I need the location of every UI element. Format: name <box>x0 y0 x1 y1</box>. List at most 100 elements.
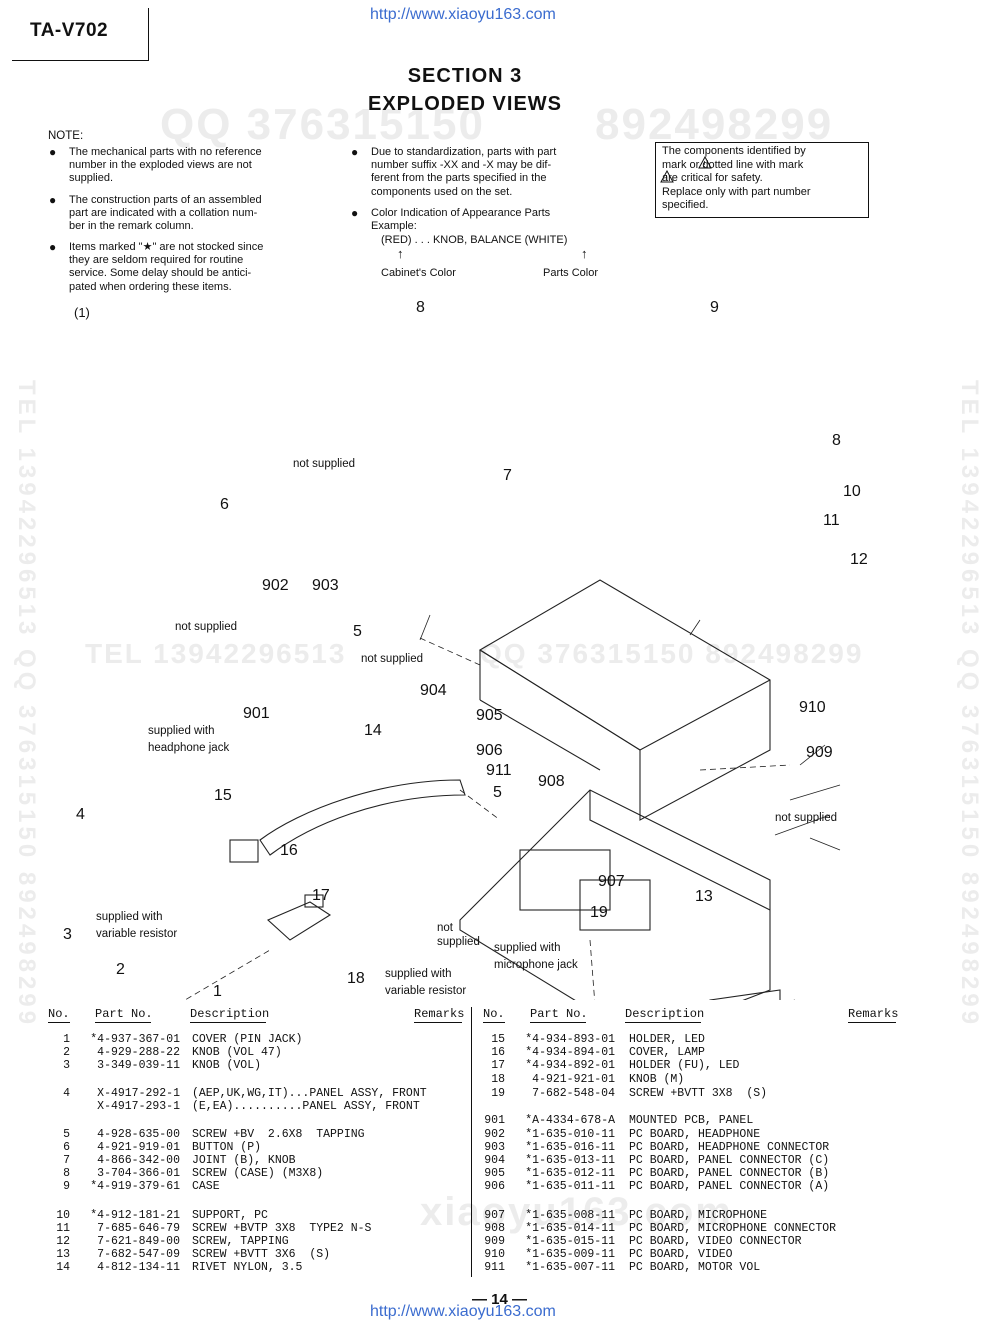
arrow-up-icon: ↑ <box>397 246 404 261</box>
svg-text:!: ! <box>666 174 668 183</box>
callout-6: 6 <box>220 496 229 513</box>
callout-907: 907 <box>598 873 625 890</box>
source-url-bottom[interactable]: http://www.xiaoyu163.com <box>370 1303 556 1320</box>
col-header-remarks: Remarks <box>848 1007 899 1021</box>
svg-text:!: ! <box>704 160 706 169</box>
note-item: ● The mechanical parts with no reference… <box>49 145 262 185</box>
callout-12: 12 <box>850 551 868 568</box>
warning-triangle-icon: ! <box>660 170 674 183</box>
model-box <box>12 8 149 61</box>
annotation-not-supplied: not supplied <box>175 621 238 633</box>
col-header-no: No. <box>483 1007 505 1021</box>
header-underline <box>530 1022 586 1023</box>
callout-19: 19 <box>590 904 608 921</box>
note-item: ● The construction parts of an assembled… <box>49 193 262 233</box>
callout-4: 4 <box>76 806 85 823</box>
annotation-headphone-jack: headphone jack <box>148 742 230 754</box>
annotation-not-supplied: not supplied <box>293 458 356 470</box>
watermark-side-right: TEL 13942296513 QQ 376315150 892498299 <box>956 380 983 1028</box>
figure-label: (1) <box>74 305 90 320</box>
header-underline <box>414 1022 462 1023</box>
exploded-view-diagram <box>184 579 841 1000</box>
table-row: X-4917-293-1(E,EA)..........PANEL ASSY, … <box>97 1100 420 1113</box>
callout-909: 909 <box>806 744 833 761</box>
callout-1: 1 <box>213 983 222 1000</box>
callout-906: 906 <box>476 742 503 759</box>
case-part <box>478 579 771 821</box>
annotation-not-supplied: not supplied <box>361 653 424 665</box>
col-header-description: Description <box>190 1007 270 1021</box>
note-item: ● Items marked "★" are not stocked since… <box>49 240 264 293</box>
source-url-top[interactable]: http://www.xiaoyu163.com <box>370 6 556 23</box>
annotation-supplied-with: supplied with <box>148 725 215 737</box>
watermark-qq: QQ 376315150 <box>160 100 485 149</box>
watermark-side-left: TEL 13942296513 QQ 376315150 892498299 <box>13 380 40 1028</box>
callout-3: 3 <box>63 926 72 943</box>
callout-904: 904 <box>420 682 447 699</box>
annotation-not: not <box>437 922 453 934</box>
callout-910: 910 <box>799 699 826 716</box>
col-header-part-no: Part No. <box>530 1007 588 1021</box>
col-header-no: No. <box>48 1007 70 1021</box>
header-underline <box>625 1022 701 1023</box>
page-number: — 14 — <box>471 1291 528 1308</box>
section-title: SECTION 3 <box>407 65 523 87</box>
header-underline <box>48 1022 70 1023</box>
annotation-supplied-with: supplied with <box>494 942 561 954</box>
annotation-microphone-jack: microphone jack <box>494 959 578 971</box>
callout-5: 5 <box>353 623 362 640</box>
annotation-supplied-with: supplied with <box>385 968 452 980</box>
parts-color-label: Parts Color <box>543 267 599 279</box>
callout-10: 10 <box>843 483 861 500</box>
model-label: TA-V702 <box>30 20 109 41</box>
color-example: (RED) . . . KNOB, BALANCE (WHITE) <box>381 234 568 246</box>
callout-16: 16 <box>280 842 298 859</box>
callout-17: 17 <box>312 887 330 904</box>
callout-8: 8 <box>832 432 841 449</box>
annotation-supplied: supplied <box>437 936 480 948</box>
section-subtitle: EXPLODED VIEWS <box>367 93 563 115</box>
callout-903: 903 <box>312 577 339 594</box>
annotation-variable-resistor: variable resistor <box>385 985 467 997</box>
note-item: ● Due to standardization, parts with par… <box>351 145 557 198</box>
note-label: NOTE: <box>48 130 84 142</box>
callout-11: 11 <box>823 512 840 529</box>
callout-911: 911 <box>486 762 512 779</box>
column-divider <box>471 1007 472 1277</box>
col-header-part-no: Part No. <box>95 1007 153 1021</box>
header-underline <box>848 1022 896 1023</box>
annotation-supplied-with: supplied with <box>96 911 163 923</box>
cabinet-color-label: Cabinet's Color <box>381 267 456 279</box>
header-underline <box>95 1022 151 1023</box>
arrow-up-icon: ↑ <box>581 246 588 261</box>
col-header-remarks: Remarks <box>414 1007 465 1021</box>
callout-7: 7 <box>503 467 512 484</box>
